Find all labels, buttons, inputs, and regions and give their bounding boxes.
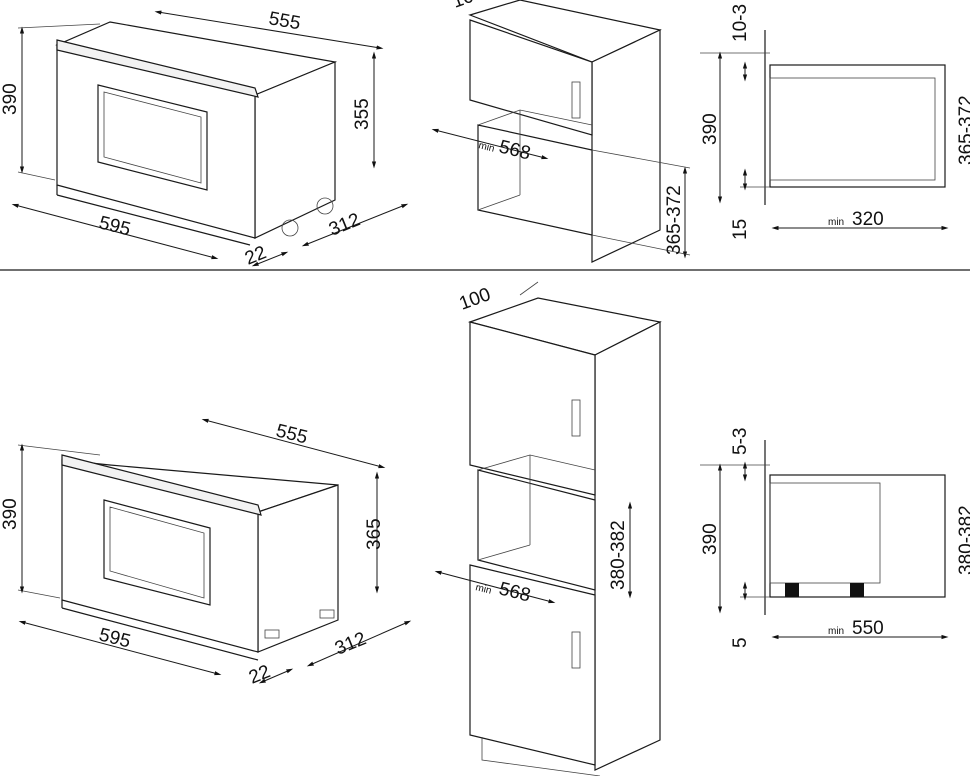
bottom-oven-depth: 555 xyxy=(274,420,310,448)
door-handle xyxy=(56,39,259,98)
top-oven-width: 595 xyxy=(97,212,133,240)
bottom-oven-door-depth: 22 xyxy=(246,661,273,688)
bottom-cabinet-back-gap: 100 xyxy=(457,284,494,315)
lower-door-handle xyxy=(571,631,581,669)
top-oven-height: 390 xyxy=(0,83,21,115)
bottom-section-top-gap: 5-3 xyxy=(730,428,751,455)
top-section-height: 390 xyxy=(700,113,721,145)
top-oven-door-depth: 22 xyxy=(242,242,269,269)
bottom-oven-height: 390 xyxy=(0,498,21,530)
door-handle xyxy=(61,454,262,516)
top-section-top-gap: 10-3 xyxy=(730,4,751,42)
bottom-section-niche-height: 380-382 xyxy=(956,505,970,575)
foot xyxy=(850,583,864,597)
bottom-cabinet-min-prefix: min xyxy=(474,582,492,597)
top-oven-body-height: 355 xyxy=(352,98,373,130)
top-oven-body-depth: 312 xyxy=(326,209,363,240)
bottom-oven-body-depth: 312 xyxy=(332,628,369,659)
top-cabinet-min-prefix: min xyxy=(477,140,495,155)
top-section-min-prefix: min xyxy=(828,217,844,228)
top-section-min-depth: 320 xyxy=(852,209,884,230)
top-cabinet: 100 min 568 365-372 xyxy=(431,0,691,263)
top-cabinet-niche-height: 365-372 xyxy=(664,185,685,255)
top-section-view: 390 10-3 15 365-372 min 320 xyxy=(700,4,970,240)
bottom-cabinet-niche-height: 380-382 xyxy=(608,520,629,590)
bottom-cabinet: 100 min 568 380-382 xyxy=(434,281,662,776)
top-cabinet-back-gap: 100 xyxy=(450,0,487,13)
bottom-oven: 390 555 365 595 312 22 xyxy=(0,418,412,689)
top-section-niche-height: 365-372 xyxy=(956,95,970,165)
bottom-oven-body-height: 365 xyxy=(364,518,385,550)
bottom-section-bottom-gap: 5 xyxy=(730,637,751,648)
foot xyxy=(785,583,799,597)
top-section-bottom-gap: 15 xyxy=(730,219,751,240)
oven-window xyxy=(103,499,211,606)
bottom-section-min-depth: 550 xyxy=(852,618,884,639)
upper-door-handle xyxy=(571,399,581,437)
bottom-section-height: 390 xyxy=(700,523,721,555)
bottom-section-min-prefix: min xyxy=(828,626,844,637)
top-oven: 390 555 355 595 312 22 xyxy=(0,8,409,270)
bottom-section-view: 390 5-3 5 380-382 min 550 xyxy=(700,428,970,648)
door-handle xyxy=(571,81,581,119)
bottom-oven-width: 595 xyxy=(97,624,133,652)
